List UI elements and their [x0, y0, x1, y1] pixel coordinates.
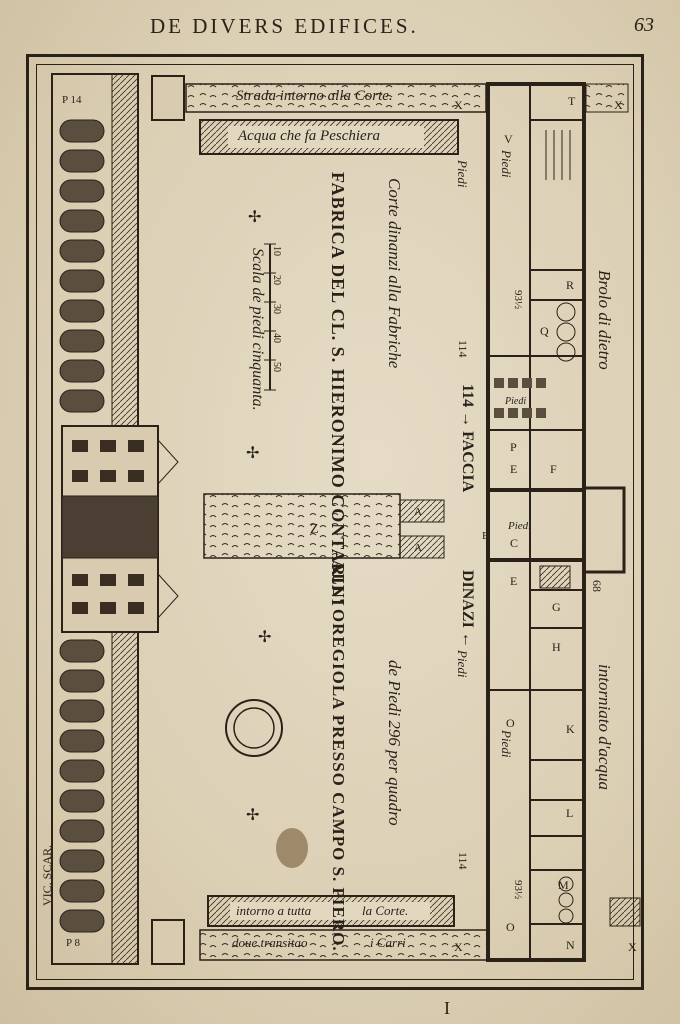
room-letter: K	[566, 722, 575, 736]
label-road-bottom-1b: la Corte.	[362, 903, 409, 918]
label-road-bottom-1: intorno a tutta	[236, 903, 312, 918]
room-letter: R	[566, 278, 575, 292]
svg-text:✢: ✢	[248, 207, 261, 226]
room-letter: G	[552, 600, 561, 614]
room-letter: E	[510, 462, 518, 476]
scale-tick: 20	[271, 275, 282, 285]
room-letter: Q	[540, 324, 549, 338]
room-letter: B	[482, 530, 490, 542]
room-letter: X	[628, 940, 637, 954]
running-title: DE DIVERS EDIFICES.	[150, 14, 419, 38]
dimension-93-top: 93½	[512, 290, 524, 310]
svg-text:✢: ✢	[258, 627, 271, 646]
svg-text:✢: ✢	[246, 443, 259, 462]
plan-outer-frame	[26, 54, 644, 990]
portico-mark: P 8	[66, 937, 80, 949]
brolo-label: Brolo di dietro	[595, 270, 614, 370]
engraver-mark: VIC. SCAR.	[40, 844, 54, 906]
svg-text:✢: ✢	[246, 805, 259, 824]
facade-label-2: DINAZI ←	[459, 570, 476, 648]
label-road-bottom-2b: i Carri	[370, 935, 406, 950]
label-road-bottom-2: doue transitao	[232, 935, 308, 950]
arcade-colonnade	[51, 73, 185, 965]
room-letter: N	[566, 938, 575, 952]
plan-inner-frame	[36, 64, 634, 980]
dimension-114-top: 114	[456, 340, 470, 358]
piedi-label: Piedi	[455, 650, 470, 678]
scale-bar	[264, 243, 276, 391]
scale-tick: 30	[271, 304, 282, 314]
piedi-label: Piedi	[499, 150, 514, 178]
scale-caption: Scala de piedi cinquanta.	[249, 248, 266, 411]
room-letter: A	[414, 506, 422, 518]
room-letter: C	[510, 536, 519, 550]
room-letter: T	[568, 94, 576, 108]
facade-label: 114 → FACCIA	[459, 384, 476, 493]
room-letter: X	[614, 98, 623, 112]
room-letter: O	[506, 920, 515, 934]
room-letter: E	[510, 574, 518, 588]
room-letter: H	[552, 640, 561, 654]
portico-mark: P 14	[62, 94, 82, 106]
room-letter: L	[566, 806, 574, 820]
scale-tick: 40	[271, 333, 282, 343]
scale-tick: 50	[271, 362, 282, 372]
dimension-93-bottom: 93½	[512, 880, 524, 900]
central-canal	[203, 493, 401, 559]
room-letter: P	[510, 440, 517, 454]
court-caption: Corte dinanzi alla Fabriche	[385, 178, 404, 369]
signature-mark: I	[444, 998, 450, 1018]
piedi-label: Piedi	[508, 520, 532, 532]
palazzo-plan	[486, 82, 626, 962]
dimension-68: 68	[590, 580, 604, 592]
label-fishpond: Acqua che fa Peschiera	[238, 128, 381, 144]
scale-tick: 10	[271, 246, 282, 256]
label-road-top: Strada intorno alla Corte.	[236, 88, 393, 104]
room-letter: Z	[310, 522, 319, 537]
room-letter: V	[504, 132, 513, 146]
building-location: ALL' OREGIOLA PRESSO CAMPO S. PIERO.	[329, 560, 348, 952]
room-letter: M	[558, 878, 569, 892]
room-letter: O	[506, 716, 515, 730]
room-letter: X	[454, 940, 463, 954]
piedi-label: Piedi	[505, 396, 527, 407]
court-well	[225, 699, 283, 757]
road-top-band	[185, 83, 487, 113]
room-letter: F	[550, 462, 557, 476]
building-title: FABRICA DEL CL. S. HIERONIMO CONTARINI	[328, 172, 348, 607]
room-letter: X	[454, 98, 463, 112]
dimension-114-bottom: 114	[456, 852, 470, 870]
room-letter: A	[414, 542, 422, 554]
measure-note: de Piedi 296 per quadro	[385, 660, 404, 826]
page-number: 63	[634, 14, 654, 36]
piedi-label: Piedi	[499, 730, 514, 758]
water-ring-label: intorniato d'acqua	[595, 664, 614, 790]
piedi-label: Piedi	[455, 160, 470, 188]
